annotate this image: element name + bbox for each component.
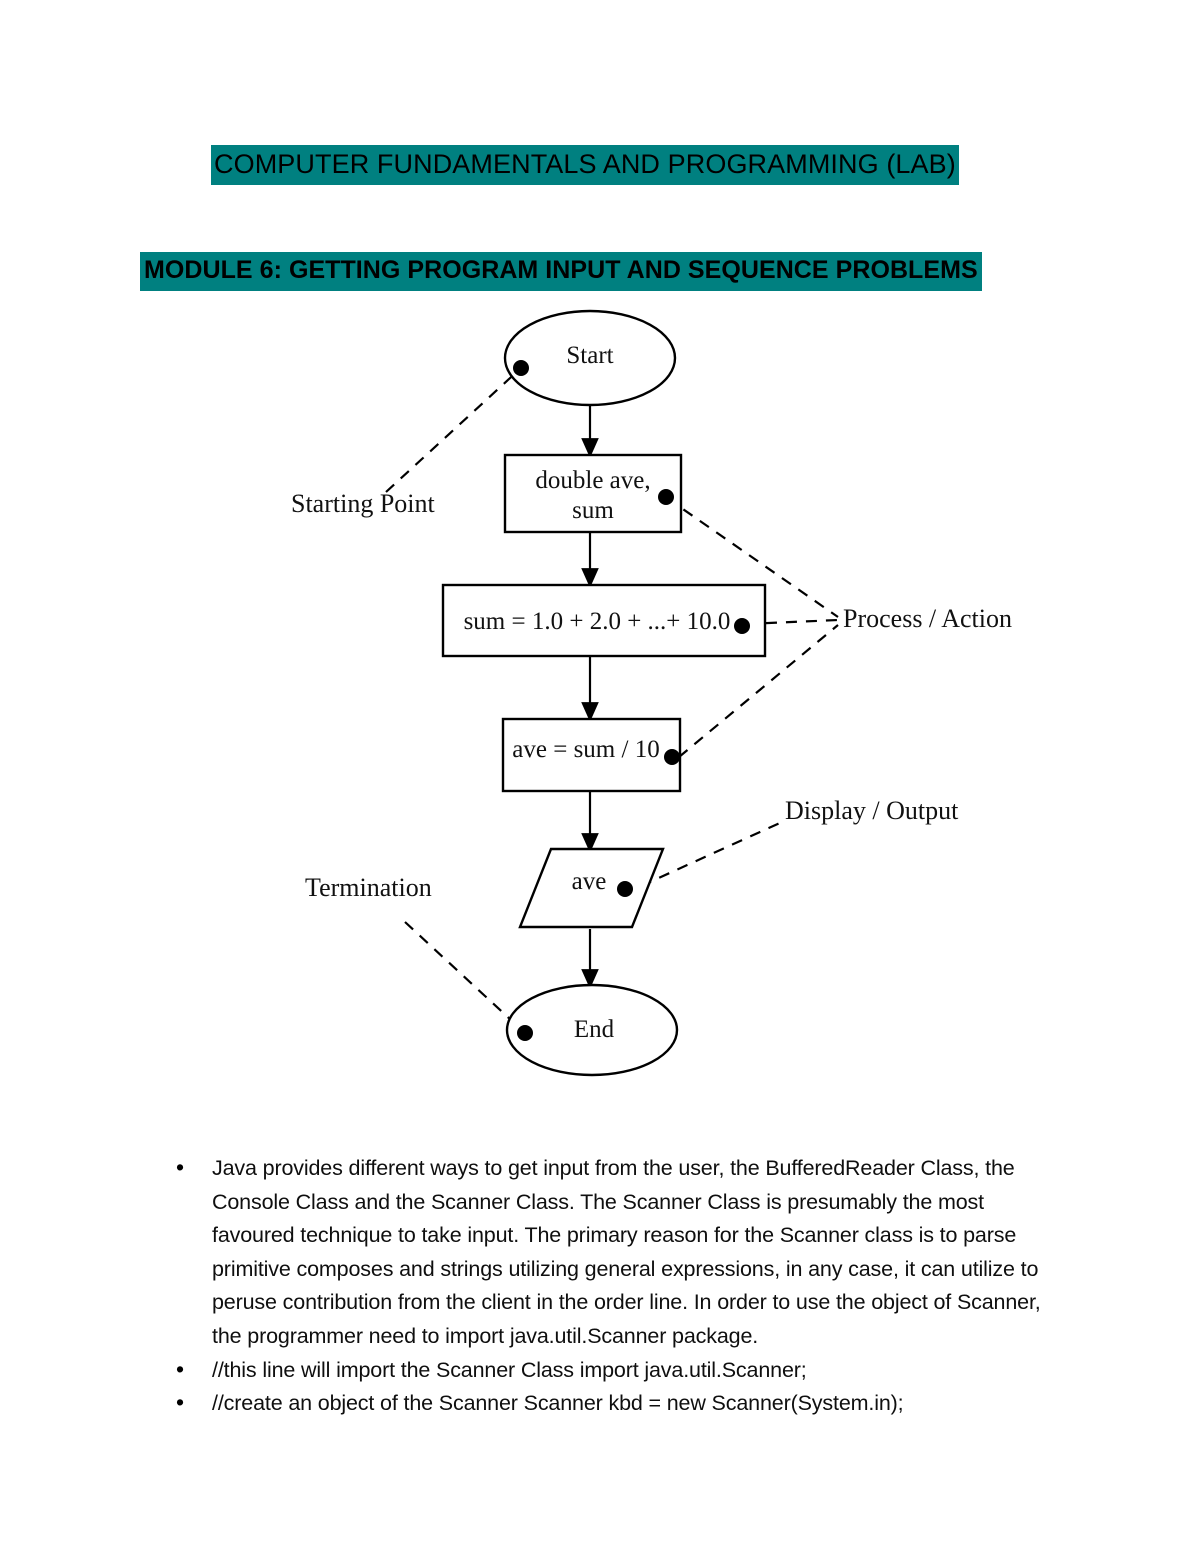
leader-process-average: [678, 624, 839, 758]
flowchart-node-declare: [503, 453, 683, 534]
leader-starting-point: [385, 367, 522, 493]
leader-display-output: [640, 820, 783, 888]
flowchart-node-output: [518, 847, 665, 929]
annotation-starting-point: Starting Point: [291, 489, 436, 518]
flowchart-node-end-label: End: [574, 1016, 615, 1043]
content-bullet-list: Java provides different ways to get inpu…: [160, 1151, 1065, 1421]
flowchart-node-sum-label: sum = 1.0 + 2.0 + ...+ 10.0: [464, 608, 731, 635]
document-title: COMPUTER FUNDAMENTALS AND PROGRAMMING (L…: [211, 145, 959, 185]
anchor-dot-declare: [658, 489, 674, 505]
list-item: Java provides different ways to get inpu…: [160, 1151, 1065, 1354]
leader-process-sum: [745, 618, 839, 626]
flowchart-node-start-label: Start: [566, 342, 613, 369]
flowchart-node-output-label: ave: [572, 868, 607, 895]
flowchart-node-sum: [441, 583, 767, 658]
annotation-display-output: Display / Output: [785, 796, 959, 825]
flowchart-node-end: [505, 983, 679, 1077]
list-item: //create an object of the Scanner Scanne…: [160, 1386, 1065, 1421]
annotation-termination: Termination: [305, 873, 432, 902]
anchor-dot-end: [517, 1025, 533, 1041]
flowchart-node-average-label: ave = sum / 10: [512, 736, 659, 763]
anchor-dot-average: [664, 749, 680, 765]
flowchart-node-start: [503, 309, 677, 407]
anchor-dot-sum: [734, 618, 750, 634]
anchor-dot-start: [513, 360, 529, 376]
anchor-dot-output: [617, 881, 633, 897]
flowchart-node-average: [501, 717, 682, 793]
flowchart-node-declare-label-line2: sum: [572, 497, 614, 524]
list-item: //this line will import the Scanner Clas…: [160, 1353, 1065, 1388]
annotation-process-action: Process / Action: [843, 604, 1012, 633]
flowchart-node-declare-label-line1: double ave,: [535, 467, 650, 494]
leader-termination: [404, 921, 526, 1034]
module-title: MODULE 6: GETTING PROGRAM INPUT AND SEQU…: [140, 252, 982, 291]
leader-process-declare: [666, 497, 839, 618]
